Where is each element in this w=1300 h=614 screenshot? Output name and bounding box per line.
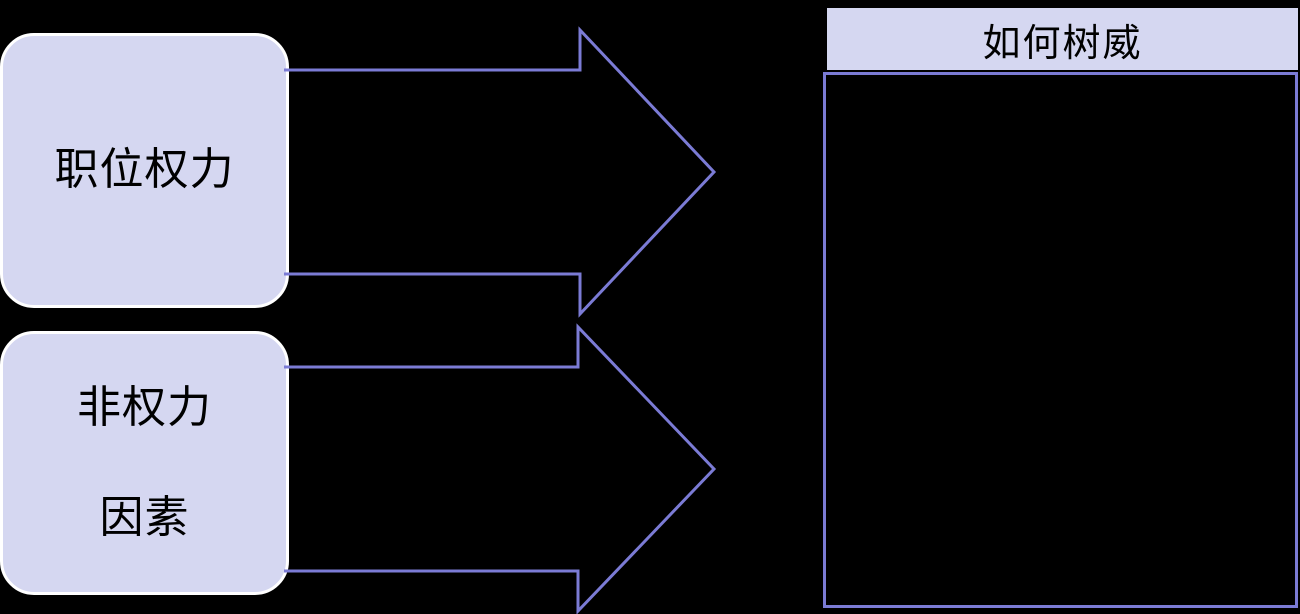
source-box-position-power[interactable]: 职位权力 bbox=[0, 33, 289, 308]
result-panel-header: 如何树威 bbox=[827, 8, 1298, 70]
result-panel: 如何树威 bbox=[823, 8, 1298, 608]
result-panel-body[interactable] bbox=[823, 72, 1298, 608]
arrow-right-top-icon bbox=[284, 26, 717, 318]
source-box-nonpower-factor-label-line2: 因素 bbox=[99, 492, 190, 543]
source-box-nonpower-factor-label-line1: 非权力 bbox=[77, 381, 212, 433]
result-panel-title: 如何树威 bbox=[982, 20, 1143, 65]
source-box-position-power-label: 职位权力 bbox=[54, 144, 235, 196]
source-box-nonpower-factor[interactable]: 非权力 因素 bbox=[0, 331, 289, 595]
arrow-right-bottom-icon bbox=[284, 323, 717, 614]
